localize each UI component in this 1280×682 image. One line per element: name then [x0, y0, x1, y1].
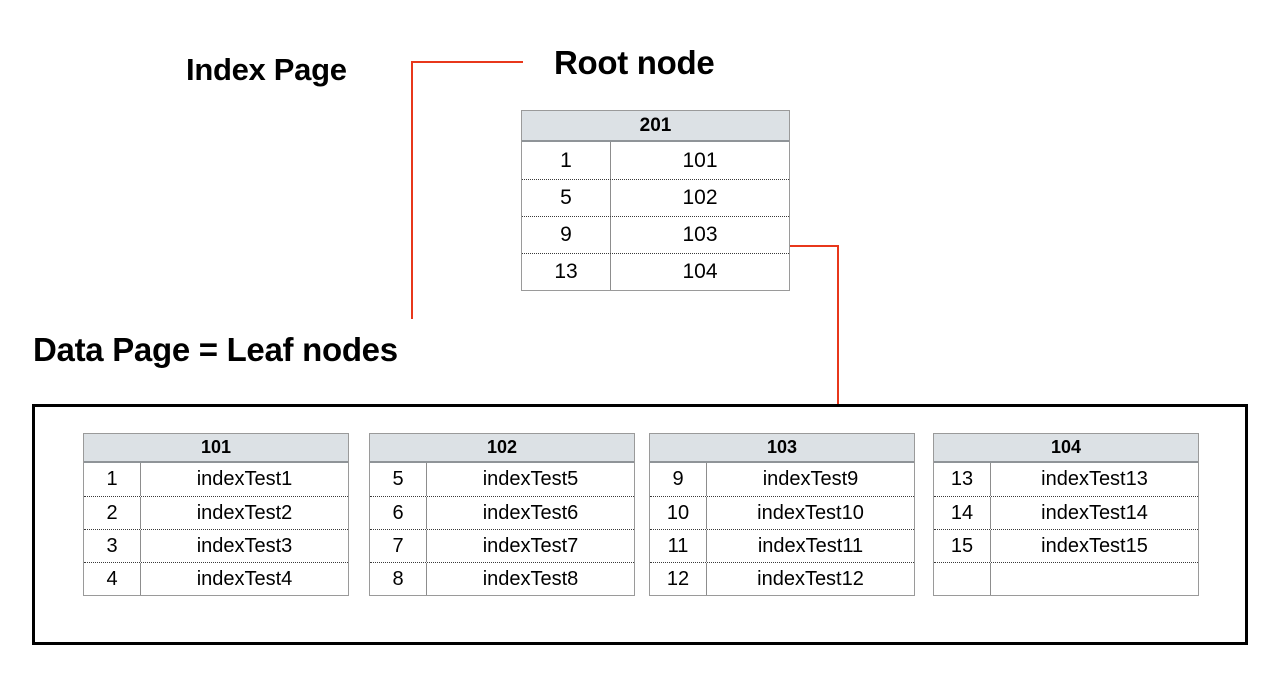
leaf-key-cell: 13: [934, 463, 991, 496]
leaf-key-cell: 6: [370, 497, 427, 529]
leaf-page-id-header: 101: [84, 434, 348, 463]
table-row: 9 103: [522, 216, 789, 253]
table-row: 3 indexTest3: [84, 529, 348, 562]
root-key-cell: 5: [522, 180, 611, 216]
table-row: 15 indexTest15: [934, 529, 1198, 562]
data-page-leaf-nodes-label: Data Page = Leaf nodes: [33, 331, 398, 368]
table-row: 10 indexTest10: [650, 496, 914, 529]
leaf-key-cell: 9: [650, 463, 707, 496]
leaf-key-cell: 5: [370, 463, 427, 496]
root-pointer-cell: 103: [682, 223, 718, 246]
leaf-row-list: 5 indexTest5 6 indexTest6 7 indexTest7 8…: [370, 463, 634, 595]
root-pointer-cell: 102: [682, 186, 718, 209]
leaf-row-list: 9 indexTest9 10 indexTest10 11 indexTest…: [650, 463, 914, 595]
leaf-key-cell: 7: [370, 530, 427, 562]
leaf-node-table-102: 102 5 indexTest5 6 indexTest6 7 indexTes…: [369, 433, 635, 596]
leaf-node-table-104: 104 13 indexTest13 14 indexTest14 15 ind…: [933, 433, 1199, 596]
root-key-cell: 9: [522, 217, 611, 253]
table-row: 7 indexTest7: [370, 529, 634, 562]
root-key-cell: 1: [522, 142, 611, 179]
leaf-value-cell: indexTest8: [482, 567, 579, 590]
table-row: 5 indexTest5: [370, 463, 634, 496]
leaf-page-id-header: 103: [650, 434, 914, 463]
index-page-label: Index Page: [186, 52, 347, 87]
leaf-key-cell: 2: [84, 497, 141, 529]
table-row: 8 indexTest8: [370, 562, 634, 595]
leaf-value-cell: indexTest4: [196, 567, 293, 590]
root-to-leaf-connector-vertical-line: [837, 245, 839, 423]
leaf-value-cell: indexTest6: [482, 501, 579, 524]
leaf-key-cell: 4: [84, 563, 141, 595]
table-row: 2 indexTest2: [84, 496, 348, 529]
leaf-key-cell-empty: [934, 563, 991, 595]
root-to-leaf-connector-horizontal-line: [789, 245, 839, 247]
leaf-key-cell: 8: [370, 563, 427, 595]
leaf-value-cell: indexTest13: [1041, 468, 1148, 490]
leaf-key-cell: 1: [84, 463, 141, 496]
table-row: 13 indexTest13: [934, 463, 1198, 496]
leaf-value-cell: indexTest10: [757, 501, 864, 524]
leaf-key-cell: 3: [84, 530, 141, 562]
root-node-row-list: 1 101 5 102 9 103 13 104: [522, 142, 789, 290]
leaf-value-cell: indexTest11: [757, 534, 864, 557]
table-row: 5 102: [522, 179, 789, 216]
table-row: 1 indexTest1: [84, 463, 348, 496]
table-row: [934, 562, 1198, 595]
table-row: 14 indexTest14: [934, 496, 1198, 529]
table-row: 13 104: [522, 253, 789, 290]
leaf-row-list: 13 indexTest13 14 indexTest14 15 indexTe…: [934, 463, 1198, 595]
leaf-value-cell-empty: [991, 563, 1198, 595]
table-row: 4 indexTest4: [84, 562, 348, 595]
leaf-key-cell: 12: [650, 563, 707, 595]
leaf-key-cell: 11: [650, 530, 707, 562]
index-page-connector-horizontal-line: [411, 61, 523, 63]
root-pointer-cell: 104: [682, 260, 718, 283]
root-node-table: 201 1 101 5 102 9 103 13 104: [521, 110, 790, 291]
leaf-key-cell: 14: [934, 497, 991, 529]
leaf-value-cell: indexTest14: [1041, 501, 1148, 524]
root-pointer-cell: 101: [682, 148, 718, 172]
leaf-value-cell: indexTest5: [482, 468, 579, 490]
leaf-key-cell: 10: [650, 497, 707, 529]
root-key-cell: 13: [522, 254, 611, 290]
leaf-value-cell: indexTest15: [1041, 534, 1148, 557]
leaf-key-cell: 15: [934, 530, 991, 562]
leaf-value-cell: indexTest3: [196, 534, 293, 557]
leaf-value-cell: indexTest1: [196, 468, 293, 490]
table-row: 9 indexTest9: [650, 463, 914, 496]
leaf-value-cell: indexTest7: [482, 534, 579, 557]
leaf-value-cell: indexTest2: [196, 501, 293, 524]
leaf-row-list: 1 indexTest1 2 indexTest2 3 indexTest3 4…: [84, 463, 348, 595]
root-node-label: Root node: [554, 44, 715, 81]
leaf-value-cell: indexTest9: [762, 468, 859, 490]
leaf-page-id-header: 102: [370, 434, 634, 463]
leaf-node-table-103: 103 9 indexTest9 10 indexTest10 11 index…: [649, 433, 915, 596]
leaf-page-id-header: 104: [934, 434, 1198, 463]
table-row: 11 indexTest11: [650, 529, 914, 562]
index-page-connector-vertical-line: [411, 61, 413, 319]
leaf-node-table-101: 101 1 indexTest1 2 indexTest2 3 indexTes…: [83, 433, 349, 596]
data-page-container: 101 1 indexTest1 2 indexTest2 3 indexTes…: [32, 404, 1248, 645]
table-row: 1 101: [522, 142, 789, 179]
leaf-value-cell: indexTest12: [757, 567, 864, 590]
table-row: 12 indexTest12: [650, 562, 914, 595]
table-row: 6 indexTest6: [370, 496, 634, 529]
root-node-page-id-header: 201: [522, 111, 789, 142]
